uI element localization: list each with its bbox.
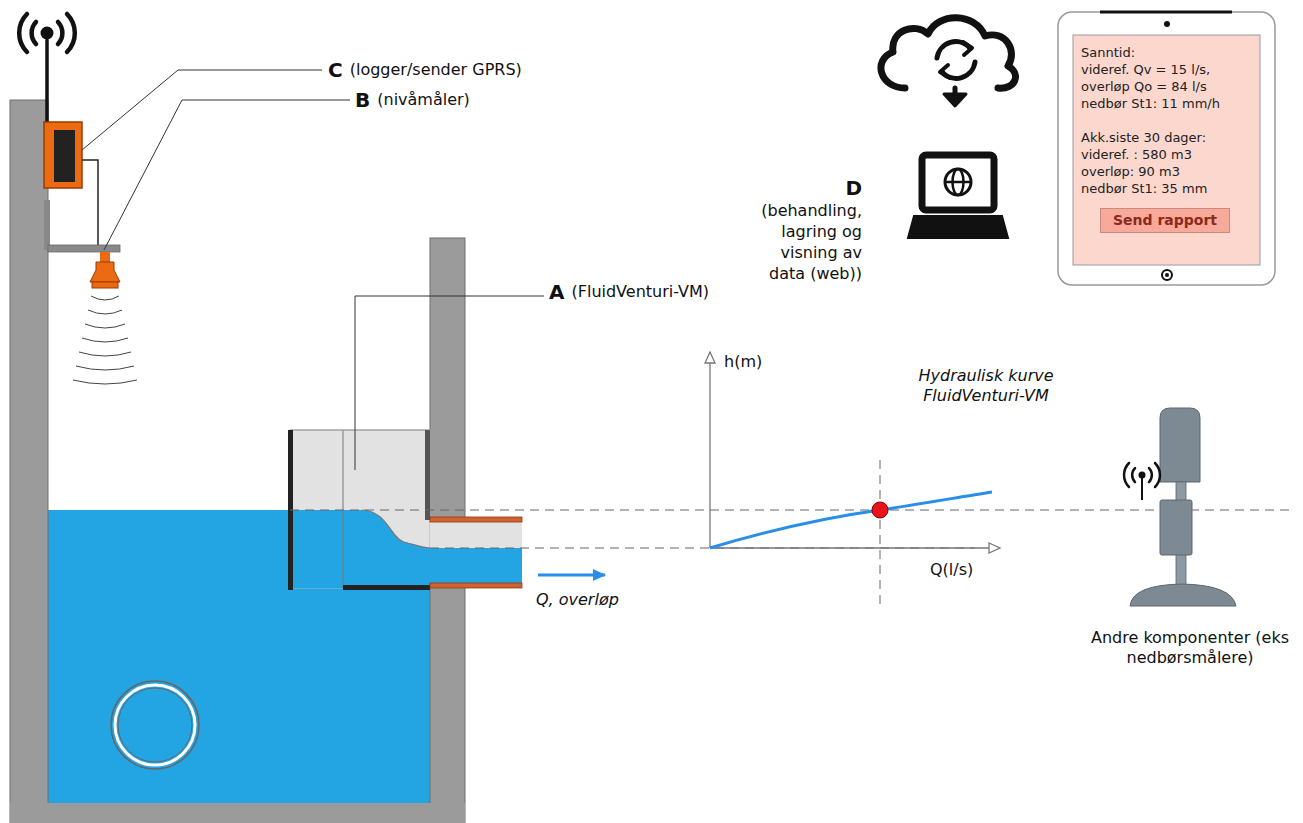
sound-wave: [85, 324, 125, 328]
screen-text: overløp: 90 m3: [1081, 163, 1260, 180]
part-name: (nivåmåler): [377, 90, 470, 110]
sound-wave: [76, 366, 134, 370]
part-name: (behandling, lagring og visning av data …: [748, 200, 862, 284]
sound-wave: [82, 338, 128, 342]
tablet-screen: Sanntid:videref. Qv = 15 l/s,overløp Qo …: [1073, 35, 1260, 265]
screen-text: Akk.siste 30 dager:: [1081, 129, 1260, 146]
screen-text: overløp Qo = 84 l/s: [1081, 78, 1260, 95]
screen-text: videref. Qv = 15 l/s,: [1081, 61, 1260, 78]
flow-arrow: [538, 574, 605, 577]
tablet: [1058, 12, 1275, 285]
button-text: Send rapport: [1113, 212, 1217, 229]
laptop-icon: [908, 155, 1008, 238]
flow-label: Q, overløp: [536, 590, 619, 610]
screen-text: videref. : 580 m3: [1081, 146, 1260, 163]
leader-lines: [82, 70, 544, 470]
screen-text: Sanntid:: [1081, 44, 1260, 61]
chamber-walls: [10, 100, 465, 823]
callout-letter: B: [355, 88, 370, 112]
callout-letter: A: [549, 280, 564, 304]
outlet-pipe: [430, 517, 522, 588]
part-name: (logger/sender GPRS): [350, 60, 522, 80]
cloud-icon: [881, 18, 1016, 106]
callout-letter: D: [845, 176, 862, 200]
report-button: Send rapport: [1100, 208, 1230, 233]
sound-wave: [79, 352, 131, 356]
callout-letter: C: [328, 58, 343, 82]
sound-wave: [91, 296, 119, 300]
axis-label: h(m): [724, 352, 762, 372]
gprs-antenna: [19, 14, 75, 122]
sound-wave: [73, 380, 137, 384]
logger: [44, 122, 98, 250]
curve-title: Hydraulisk kurve FluidVenturi-VM: [900, 366, 1072, 406]
chamber-water: [48, 510, 430, 803]
screen-text: nedbør St1: 11 mm/h: [1081, 95, 1260, 112]
level-sensor: [48, 245, 120, 288]
inlet-pipe: [111, 681, 199, 769]
projection-lines: [290, 460, 1290, 605]
screen-text: nedbør St1: 35 mm: [1081, 180, 1260, 197]
rain-gauge: [1124, 408, 1236, 606]
part-name: (FluidVenturi-VM): [571, 282, 709, 302]
sound-waves: [73, 296, 137, 384]
sound-wave: [88, 310, 122, 314]
axis-label: Q(l/s): [930, 560, 973, 580]
component-caption: Andre komponenter (eks nedbørsmålere): [1088, 628, 1292, 668]
